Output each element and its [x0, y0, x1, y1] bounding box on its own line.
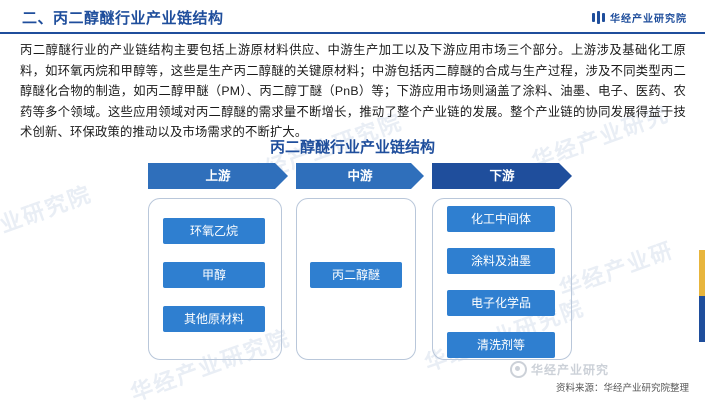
weibo-watermark: 华经产业研究: [509, 361, 609, 378]
watermark: 产业研究院: [0, 181, 96, 246]
source-note: 资料来源：华经产业研究院整理: [555, 383, 689, 394]
node-midstream-1: 丙二醇醚: [310, 262, 402, 288]
stage-box-downstream: [432, 198, 572, 360]
node-downstream-3: 电子化学品: [447, 290, 555, 316]
page-header: 二、丙二醇醚行业产业链结构 华经产业研究院: [0, 0, 705, 34]
node-downstream-2: 涂料及油墨: [447, 248, 555, 274]
stage-header-downstream: 下游: [432, 163, 572, 189]
weibo-eye-icon: [509, 361, 527, 378]
page-title: 二、丙二醇醚行业产业链结构: [22, 10, 224, 27]
node-upstream-2: 甲醇: [163, 262, 265, 288]
node-downstream-1: 化工中间体: [447, 206, 555, 232]
stage-box-midstream: [296, 198, 416, 360]
decorative-bar-yellow: [699, 250, 705, 296]
brand-name: 华经产业研究院: [610, 14, 687, 25]
weibo-label: 华经产业研究: [530, 363, 609, 377]
decorative-bar-blue: [699, 296, 705, 342]
diagram-title: 丙二醇醚行业产业链结构: [269, 139, 435, 156]
stage-header-midstream: 中游: [296, 163, 424, 189]
node-downstream-4: 清洗剂等: [447, 332, 555, 358]
stage-header-upstream: 上游: [148, 163, 288, 189]
bars-logo-icon: [592, 11, 605, 24]
brand-logo: 华经产业研究院: [592, 10, 687, 25]
node-upstream-3: 其他原材料: [163, 306, 265, 332]
node-upstream-1: 环氧乙烷: [163, 218, 265, 244]
body-paragraph: 丙二醇醚行业的产业链结构主要包括上游原材料供应、中游生产加工以及下游应用市场三个…: [20, 43, 686, 139]
watermark: 华经产业研: [555, 237, 678, 302]
stage-box-upstream: [148, 198, 282, 360]
